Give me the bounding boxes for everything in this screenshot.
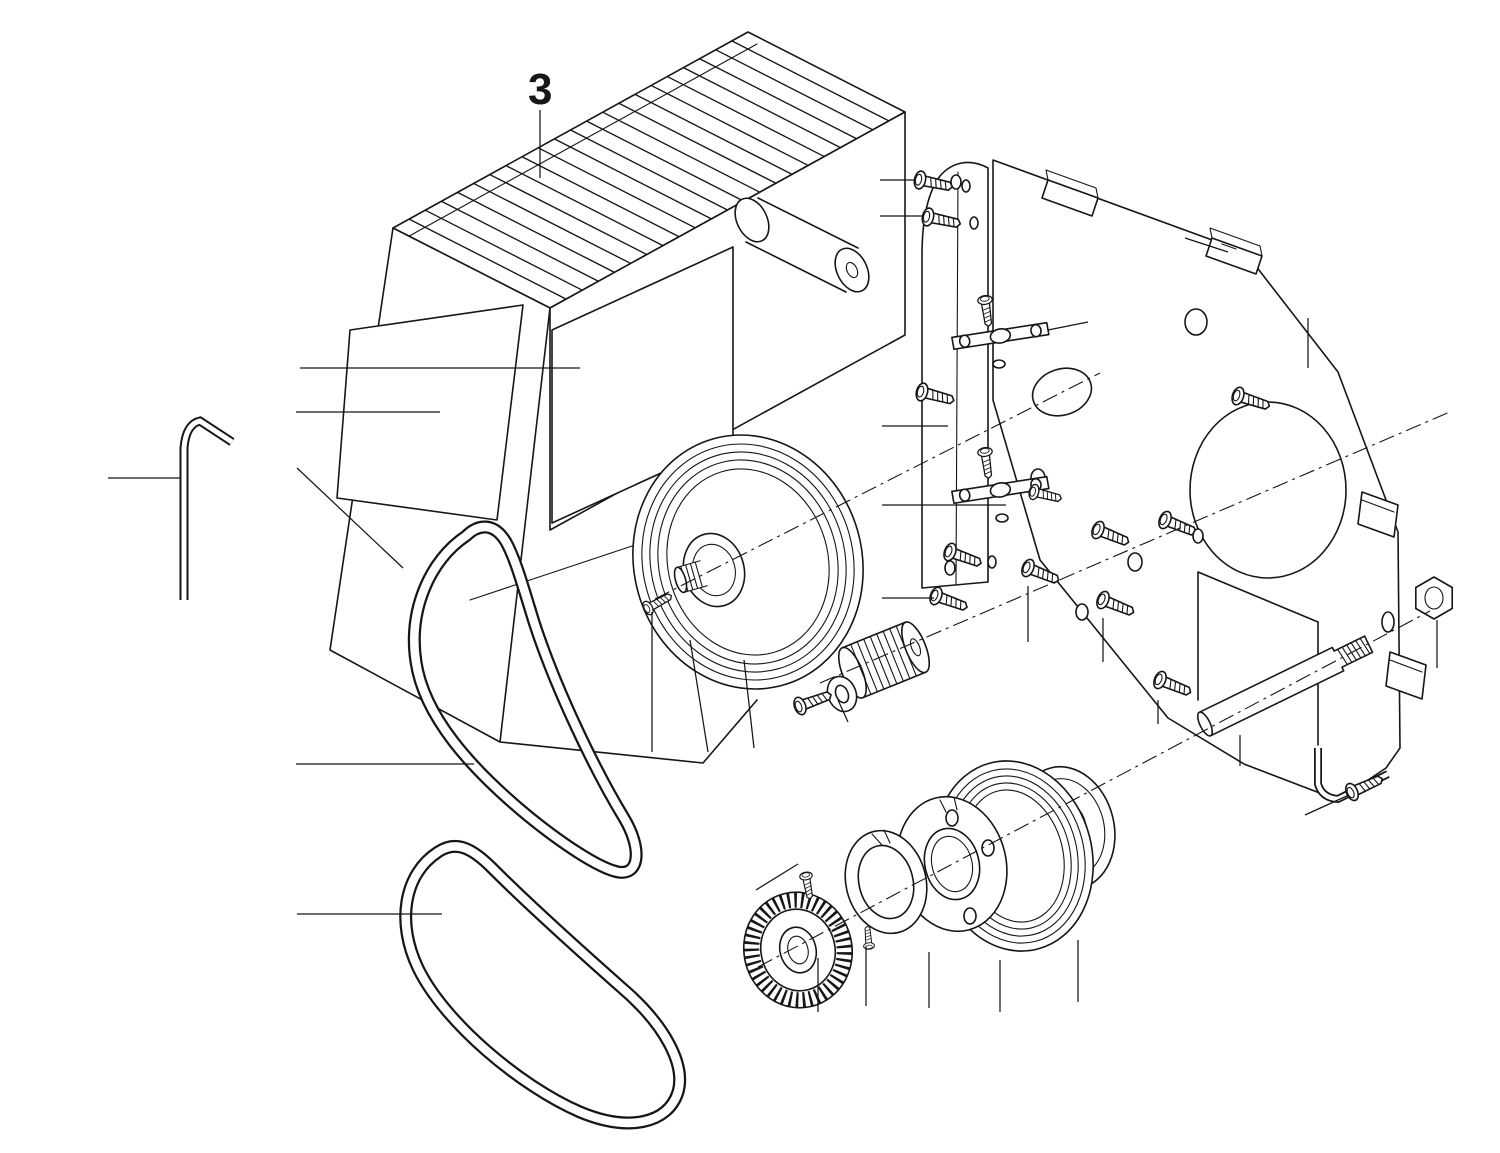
upper-drive-belt [407,520,643,879]
motor-pulley [632,434,864,690]
retainer-hook [1314,748,1390,804]
housing [329,31,906,764]
callout-3-label: 3 [528,65,552,114]
knurled-gear [742,891,854,1009]
bearing-ring [844,829,928,935]
cooling-fins [408,40,890,300]
allen-key [179,416,235,600]
wing-bracket-upper [951,321,1050,369]
screw [861,925,876,951]
edge-clip-upper [1357,491,1399,538]
housing-base-edge [499,699,758,764]
fastener-screws [911,169,1387,804]
idler-roller [837,621,931,699]
lower-drive-belt [399,839,687,1130]
hex-nut [1415,576,1453,620]
round-hole [1184,308,1208,336]
latch-tab-left [1041,169,1099,217]
back-plate [992,159,1427,804]
leader-lines [108,110,1438,1012]
axis-centerlines [654,372,1453,968]
latch-tab-right [1205,227,1263,275]
top-cylinder-boss [734,197,870,293]
edge-clip-lower [1385,651,1427,700]
